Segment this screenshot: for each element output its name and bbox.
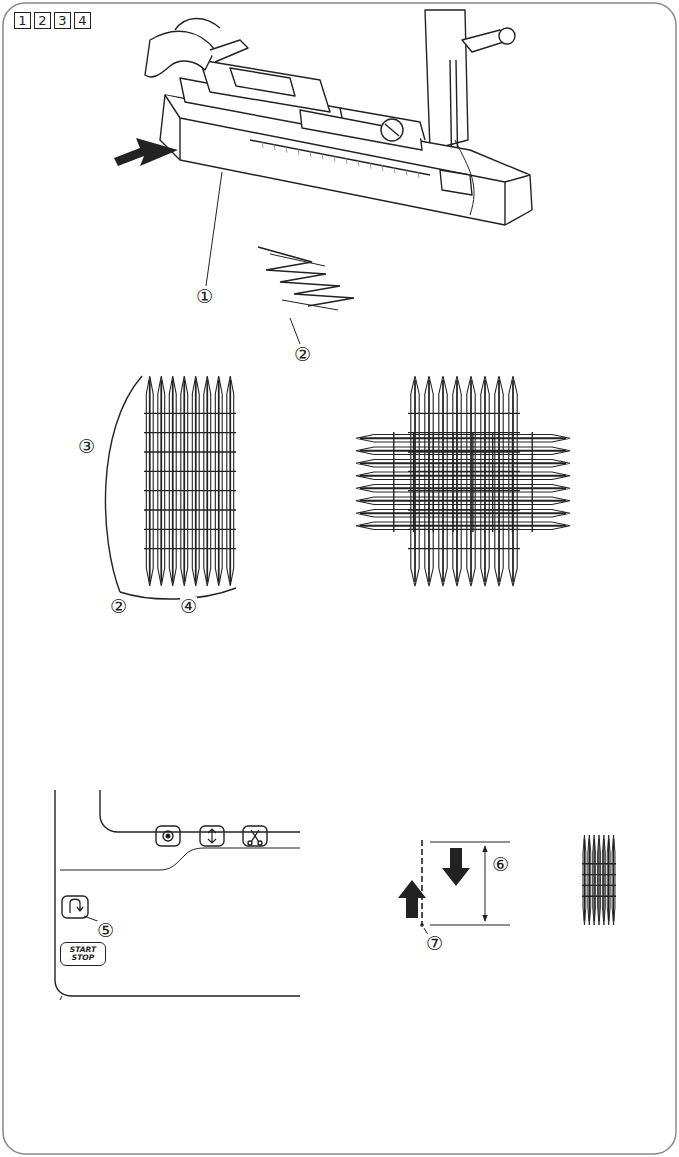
darning-pattern [144, 376, 236, 586]
step-number: 4 [78, 14, 87, 27]
control-panel [55, 790, 300, 1000]
push-arrow [114, 138, 178, 166]
scale-ticks [262, 142, 419, 178]
bartack-diagram [398, 840, 510, 927]
width-bracket [120, 588, 236, 599]
button-label: START STOP [65, 946, 101, 962]
step-number: 2 [38, 14, 47, 27]
callout-number: ② [110, 597, 127, 616]
leader-line [206, 172, 222, 286]
darning-cross-pattern [356, 376, 570, 586]
callout-number: ④ [180, 597, 197, 616]
page-border [3, 3, 676, 1154]
step-number: 3 [58, 14, 67, 27]
stitch-sample [258, 247, 354, 310]
step-number: 1 [18, 14, 27, 27]
step-number-box: 3 [54, 12, 71, 29]
start-stop-button: START STOP [60, 942, 106, 966]
callout-number: ⑤ [97, 921, 114, 940]
callout-number: ⑦ [426, 934, 443, 953]
callout-number: ① [196, 287, 213, 306]
step-number-box: 1 [14, 12, 31, 29]
callout-number: ② [294, 345, 311, 364]
leader-line [290, 318, 300, 344]
step-number-box: 4 [74, 12, 91, 29]
step-number-box: 2 [34, 12, 51, 29]
length-bracket [105, 376, 142, 592]
finished-bartack [582, 835, 616, 925]
callout-number: ③ [78, 437, 95, 456]
callout-number: ⑥ [492, 855, 509, 874]
buttonhole-foot [145, 10, 532, 225]
